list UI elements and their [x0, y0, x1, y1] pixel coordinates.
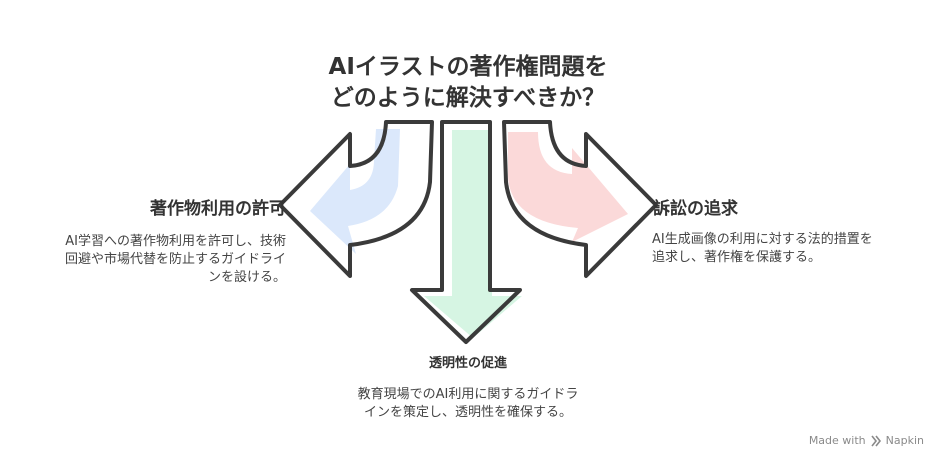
- description-line: ンを設ける。: [207, 270, 286, 285]
- left-arrow: [278, 120, 434, 278]
- option-heading-transparency: 透明性の促進: [428, 356, 507, 371]
- middle-arrow: [410, 120, 522, 344]
- option-description-litigation: AI生成画像の利用に対する法的措置を 追求し、著作権を保護する。: [652, 231, 873, 267]
- title-line-1: AIイラストの著作権問題を: [328, 54, 608, 80]
- diagram-title: AIイラストの著作権問題を どのように解決すべきか？: [268, 52, 668, 114]
- description-line: 回避や市場代替を防止するガイドライ: [64, 252, 286, 267]
- description-line: 追求し、著作権を保護する。: [652, 250, 822, 265]
- description-line: AI学習への著作物利用を許可し、技術: [65, 234, 286, 249]
- option-heading-litigation: 訴訟の追求: [653, 199, 738, 219]
- option-heading-permission: 著作物利用の許可: [150, 199, 286, 219]
- description-line: 教育現場でのAI利用に関するガイドラ: [357, 387, 579, 402]
- napkin-logo-icon: [871, 435, 881, 446]
- right-arrow: [502, 120, 658, 278]
- description-line: AI生成画像の利用に対する法的措置を: [652, 232, 873, 247]
- description-line: インを策定し、透明性を確保する。: [363, 405, 572, 420]
- title-line-2: どのように解決すべきか？: [330, 85, 606, 111]
- option-description-transparency: 教育現場でのAI利用に関するガイドラ インを策定し、透明性を確保する。: [268, 386, 668, 422]
- option-description-permission: AI学習への著作物利用を許可し、技術 回避や市場代替を防止するガイドライ ンを設…: [65, 233, 286, 287]
- made-with-napkin[interactable]: Made with Napkin: [809, 434, 924, 447]
- made-with-label: Made with: [808, 434, 866, 447]
- napkin-brand-label: Napkin: [885, 434, 924, 447]
